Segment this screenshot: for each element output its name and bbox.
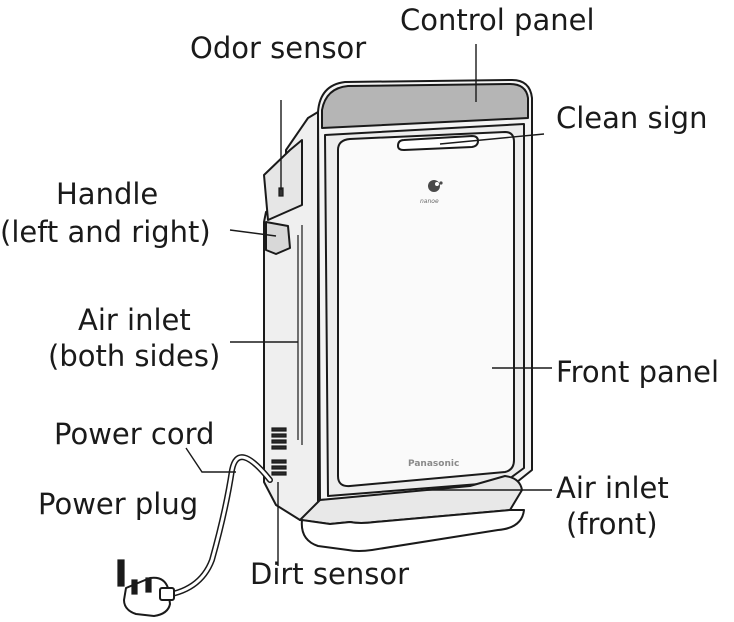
rear-wing [263, 139, 303, 221]
label-air-inlet-front: Air inlet [556, 471, 669, 505]
label-handle-sub: (left and right) [0, 215, 211, 249]
label-air-inlet-sides: Air inlet [78, 303, 191, 337]
label-power-cord: Power cord [54, 417, 214, 451]
leader-lines [185, 44, 552, 566]
label-odor-sensor: Odor sensor [190, 31, 366, 65]
labels: Control panel Odor sensor Clean sign Han… [0, 3, 719, 591]
label-air-inlet-sides-sub: (both sides) [48, 339, 220, 373]
front-panel [337, 131, 515, 488]
leader-power-cord [185, 447, 236, 473]
logo-text: nanoe [420, 198, 439, 205]
power-cord-inner [158, 455, 272, 598]
label-handle: Handle [56, 177, 158, 211]
label-dirt-sensor: Dirt sensor [250, 557, 409, 591]
nanoe-logo: nanoe [420, 180, 443, 205]
label-power-plug: Power plug [38, 487, 198, 521]
label-control-panel: Control panel [400, 3, 595, 37]
dirt-sensor-vents [271, 427, 287, 476]
label-front-panel: Front panel [556, 355, 719, 389]
brand-label: Panasonic [408, 459, 459, 469]
label-clean-sign: Clean sign [556, 101, 707, 135]
leader-clean-sign [439, 133, 545, 145]
leader-handle [229, 229, 277, 237]
handle [265, 221, 291, 255]
base-bottom [300, 509, 525, 552]
power-plug [117, 559, 175, 617]
label-air-inlet-front-sub: (front) [566, 507, 658, 541]
